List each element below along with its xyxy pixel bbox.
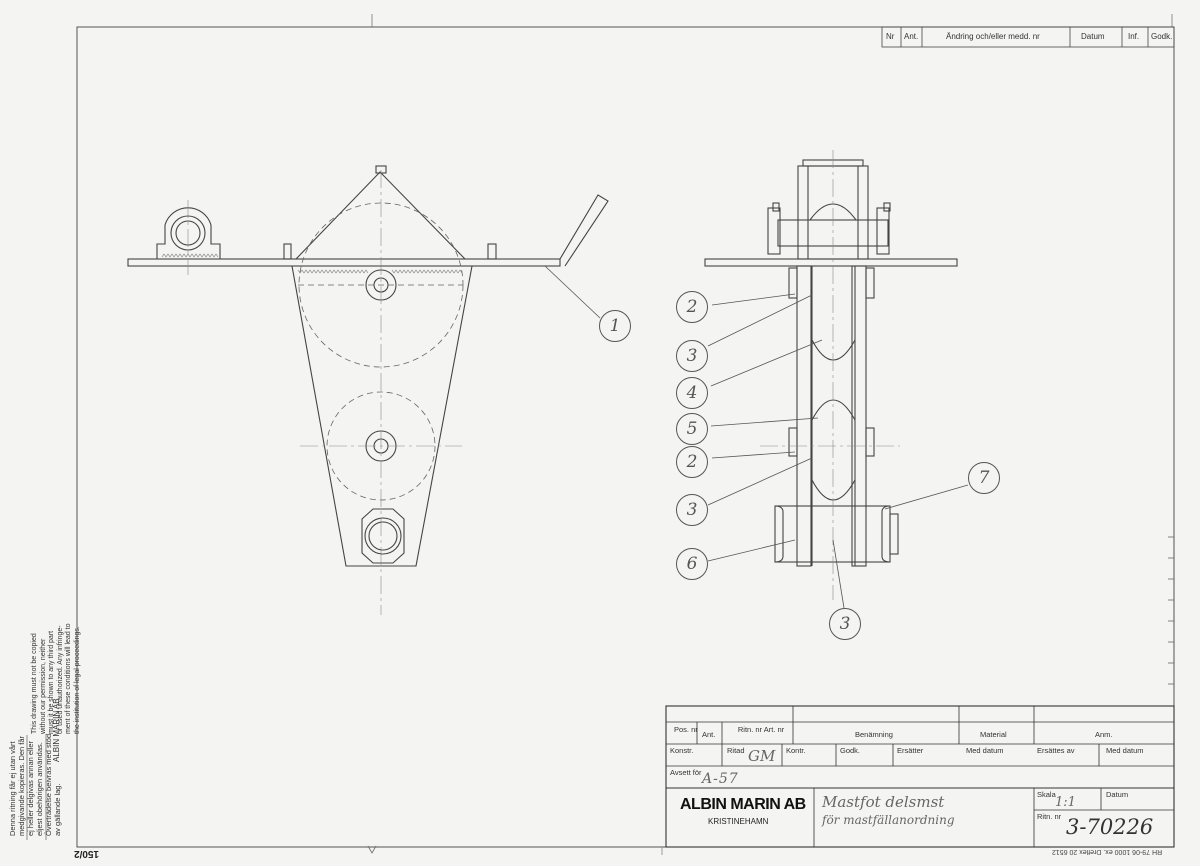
avsett-for-label: Avsett för (670, 768, 702, 777)
title-block-grid (665, 705, 1175, 848)
ritad-value: GM (748, 747, 776, 765)
datum-label: Datum (1106, 790, 1129, 799)
parts-header-pos: Pos. nr (674, 725, 698, 734)
parts-header-benamning: Benämning (855, 730, 893, 739)
rev-header-datum: Datum (1081, 32, 1105, 41)
balloon-3: 3 (676, 340, 708, 372)
revision-table-grid (881, 26, 1175, 48)
side-view (704, 159, 958, 567)
balloon-5: 5 (676, 413, 708, 445)
balloon-2b: 2 (676, 446, 708, 478)
godk-label: Godk. (840, 746, 861, 755)
balloon-3c: 3 (829, 608, 861, 640)
leader-1 (544, 265, 601, 319)
company-name: ALBIN MARIN AB (680, 796, 806, 813)
rev-header-ant: Ant. (904, 32, 919, 41)
parts-header-ant: Ant. (702, 730, 716, 739)
med-datum2-label: Med datum (1106, 746, 1144, 755)
weld-marks (161, 253, 463, 274)
avsett-for-value: A-57 (702, 771, 739, 787)
balloon-6: 6 (676, 548, 708, 580)
corner-code: 150/2 (74, 848, 100, 859)
sheet-border (76, 26, 1175, 848)
balloon-7: 7 (968, 462, 1000, 494)
rev-header-godk: Godk. (1151, 32, 1173, 41)
balloon-3b: 3 (676, 494, 708, 526)
kontr-label: Kontr. (786, 746, 806, 755)
ersattes-av-label: Ersättes av (1037, 746, 1075, 755)
ritad-label: Ritad (727, 746, 745, 755)
skala-label: Skala (1037, 790, 1056, 799)
side-company-name: ALBIN MARIN AB (52, 698, 61, 762)
side-notice-dividers (26, 735, 47, 840)
front-view-centerlines (187, 170, 462, 615)
skala-value: 1:1 (1055, 795, 1076, 810)
parts-header-ritn: Ritn. nr Art. nr (737, 725, 785, 734)
print-info: RH 79-06 1000 ex. Dreflex 20 6512 (1052, 848, 1163, 855)
balloon-2: 2 (676, 291, 708, 323)
side-view-centerlines (760, 150, 900, 600)
company-city: KRISTINEHAMN (708, 817, 769, 826)
balloon-4: 4 (676, 377, 708, 409)
rev-header-andring: Ändring och/eller medd. nr (946, 32, 1040, 41)
right-edge-ticks (1168, 536, 1174, 685)
ersatter-label: Ersätter (897, 746, 924, 755)
rev-header-nr: Nr (886, 32, 895, 41)
drawing-number: 3-70226 (1066, 815, 1154, 839)
med-datum-label: Med datum (966, 746, 1004, 755)
parts-header-material: Material (980, 730, 1007, 739)
side-leaders (707, 293, 969, 609)
drawing-title-line1: Mastfot delsmst (822, 793, 945, 811)
parts-header-anm: Anm. (1095, 730, 1113, 739)
front-view-hidden (298, 202, 464, 501)
drawing-title-line2: för mastfällanordning (822, 813, 955, 827)
balloon-1: 1 (599, 310, 631, 342)
ritn-nr-label: Ritn. nr (1037, 812, 1062, 821)
konstr-label: Konstr. (670, 746, 694, 755)
rev-header-inf: Inf. (1128, 32, 1140, 41)
